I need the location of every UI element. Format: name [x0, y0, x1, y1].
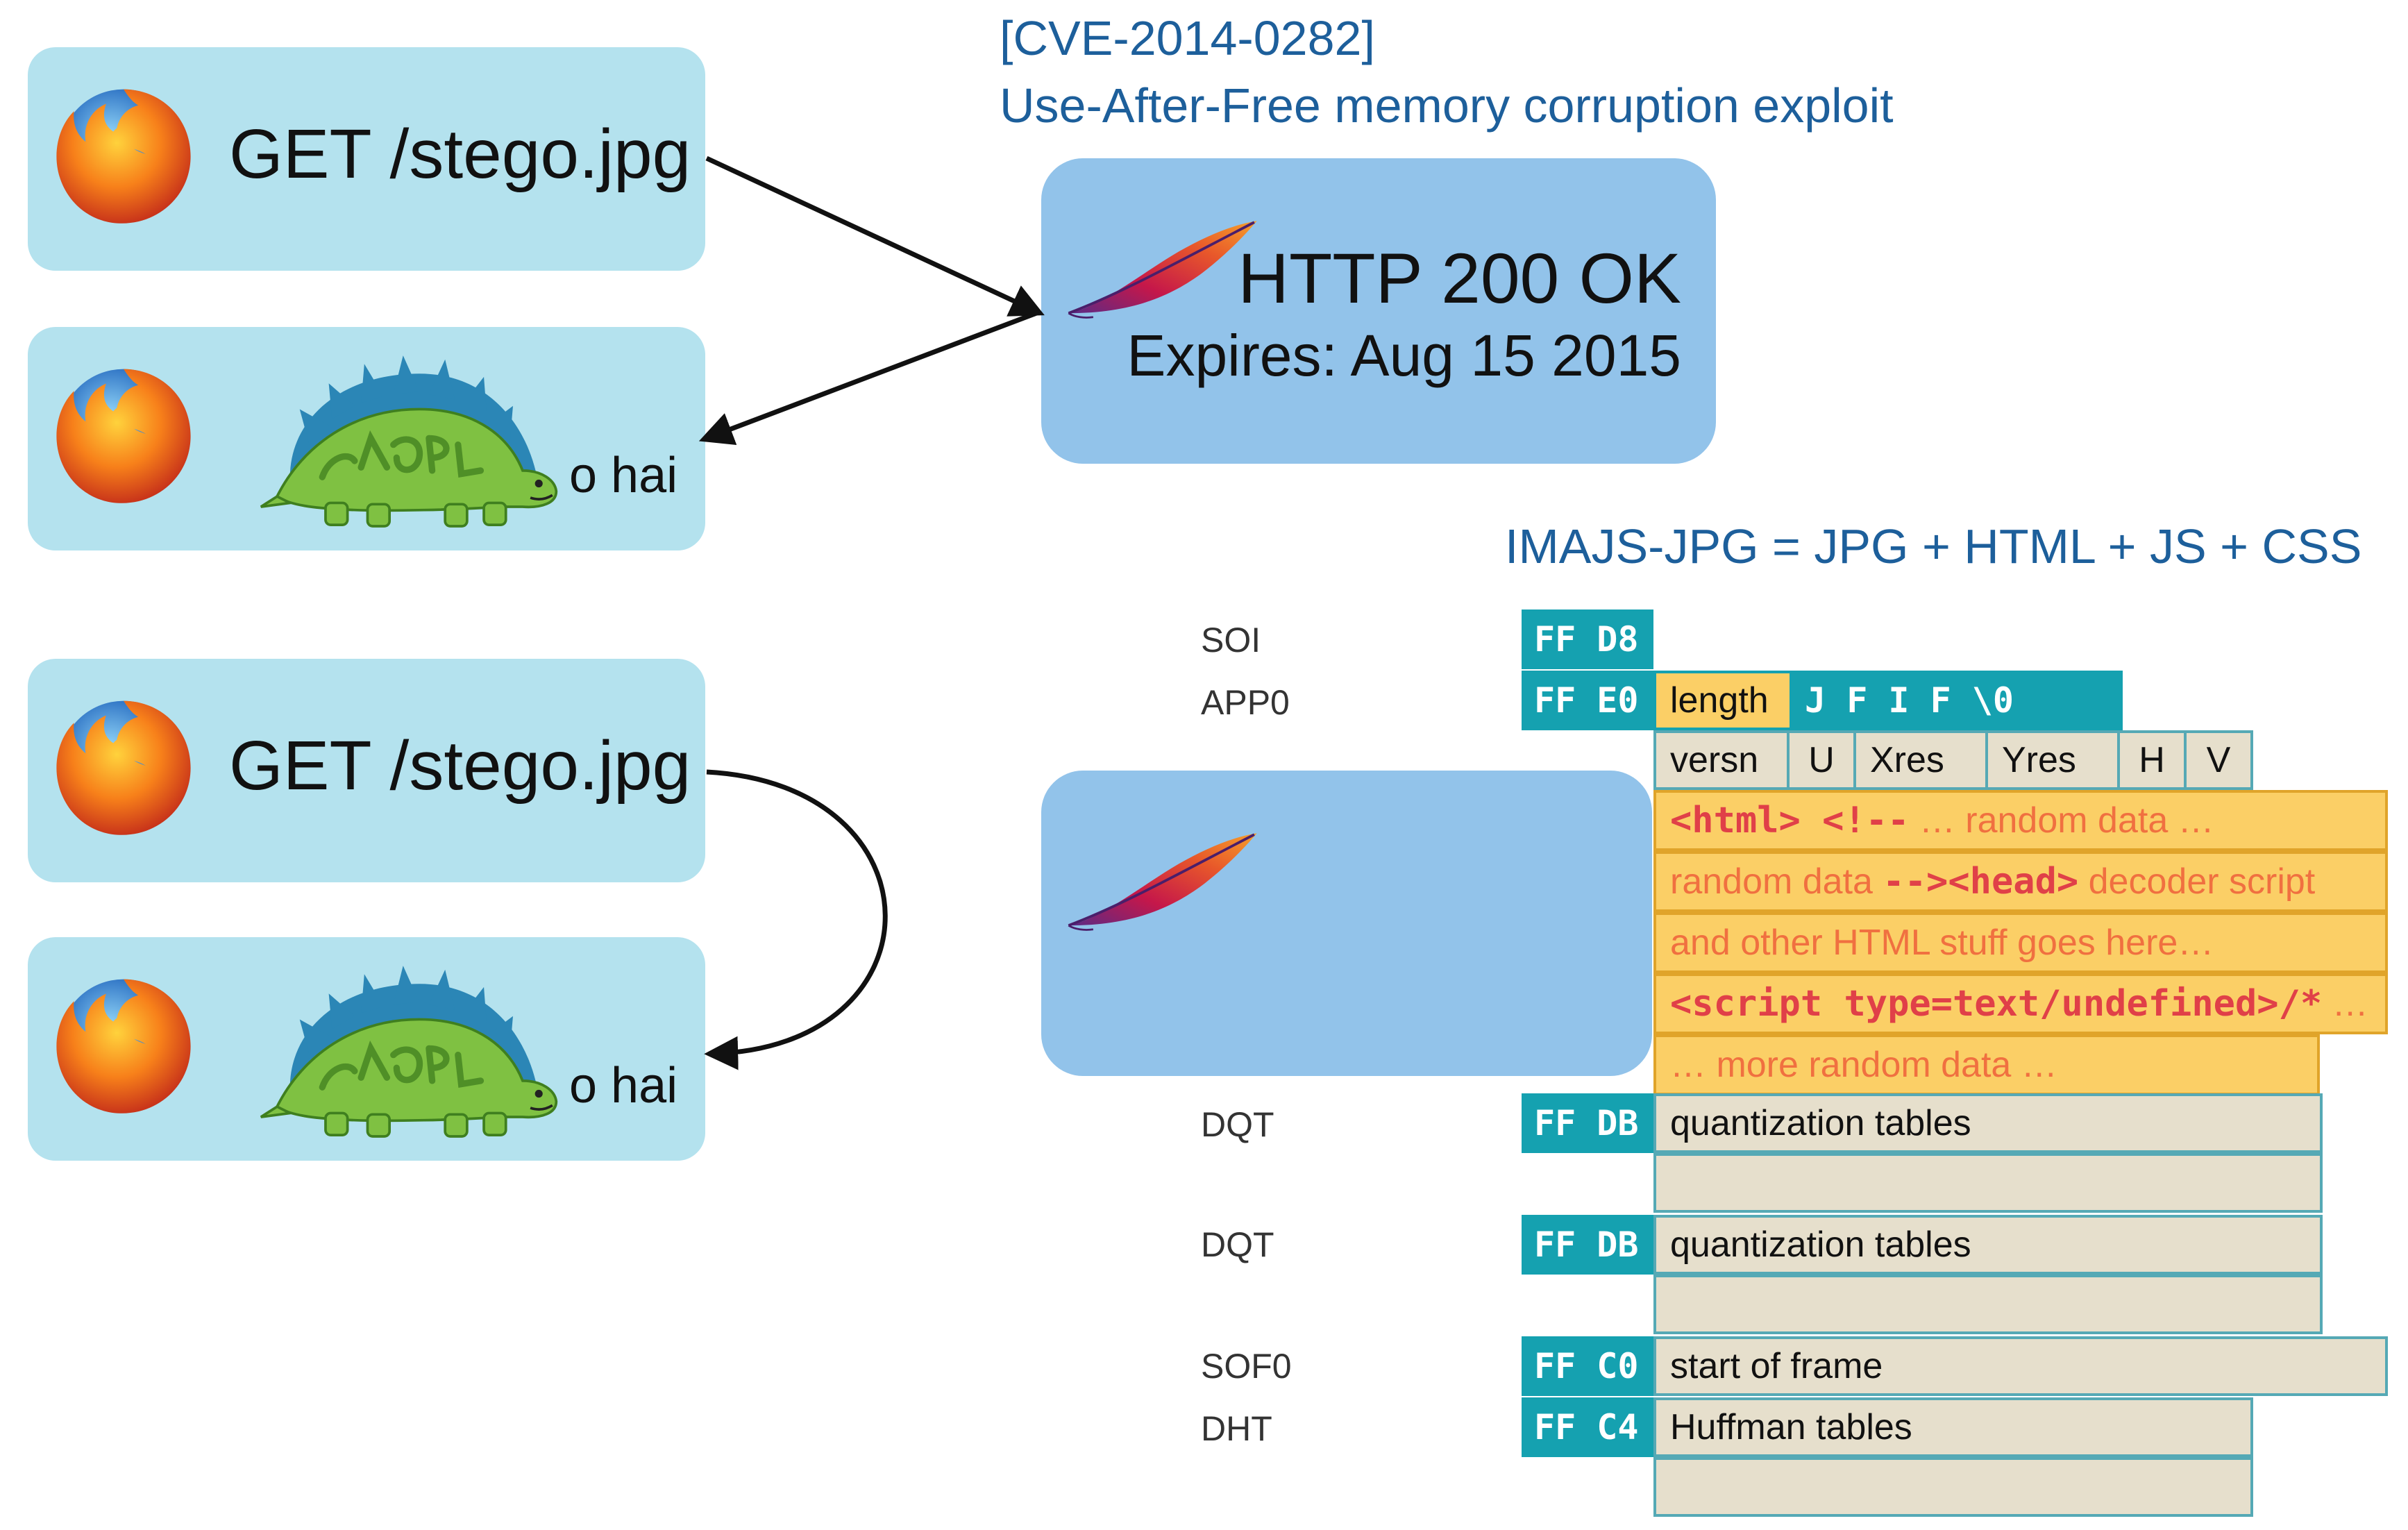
imajs-title: IMAJS-JPG = JPG + HTML + JS + CSS	[1505, 519, 2362, 573]
random-data-text: … random data …	[1909, 800, 2214, 841]
response-panel-bottom: o hai	[28, 937, 705, 1161]
segment-label-soi: SOI	[1201, 621, 1261, 659]
app0-versn-field: versn	[1653, 730, 1790, 790]
dqt-table-continuation	[1653, 1153, 2323, 1213]
app0-thumb-h-field: H	[2117, 730, 2187, 790]
decoder-script-text: decoder script	[2078, 861, 2316, 902]
marker-app0: FF E0	[1522, 671, 1653, 730]
html-row-1: <html> <!-- … random data …	[1653, 790, 2388, 851]
random-data-text: random data	[1670, 861, 1883, 902]
more-random-data-text: … more random data …	[1670, 1045, 2057, 1085]
response-panel-top: o hai	[28, 327, 705, 550]
app0-units-field: U	[1787, 730, 1856, 790]
request-text-top: GET /stego.jpg	[229, 115, 691, 193]
marker-dqt: FF DB	[1522, 1215, 1653, 1275]
html-row-3: and other HTML stuff goes here…	[1653, 912, 2388, 973]
app0-length-field: length	[1653, 671, 1792, 730]
http-status: HTTP 200 OK	[1238, 239, 1681, 318]
dqt-quantization-tables: quantization tables	[1653, 1093, 2323, 1153]
dqt-table-continuation	[1653, 1275, 2323, 1334]
ellipsis-text: …	[2322, 984, 2368, 1024]
response-text-bottom: o hai	[569, 1058, 678, 1113]
segment-label-sof0: SOF0	[1201, 1347, 1292, 1386]
request-arrow	[705, 155, 1045, 317]
segment-label-dqt: DQT	[1201, 1225, 1274, 1264]
html-row-5: … more random data …	[1653, 1034, 2320, 1095]
expires-header: Expires: Aug 15 2015	[1127, 323, 1681, 388]
html-row-4: <script type=text/undefined>/* …	[1653, 973, 2388, 1034]
marker-dht: FF C4	[1522, 1397, 1653, 1457]
marker-soi: FF D8	[1522, 610, 1653, 669]
segment-label-dqt: DQT	[1201, 1105, 1274, 1144]
app0-xres-field: Xres	[1853, 730, 1988, 790]
dht-huffman-tables: Huffman tables	[1653, 1397, 2253, 1457]
segment-label-dht: DHT	[1201, 1409, 1272, 1448]
marker-dqt: FF DB	[1522, 1093, 1653, 1153]
html-row-2: random data --><head> decoder script	[1653, 851, 2388, 912]
head-tag: --><head>	[1883, 861, 2079, 902]
response-arrow	[698, 310, 1040, 446]
sof0-start-of-frame: start of frame	[1653, 1336, 2388, 1396]
request-panel-top: GET /stego.jpg	[28, 47, 705, 271]
request-text-bottom: GET /stego.jpg	[229, 727, 691, 805]
server-response-box-2	[1041, 771, 1652, 1076]
dqt-quantization-tables: quantization tables	[1653, 1215, 2323, 1275]
request-panel-bottom: GET /stego.jpg	[28, 659, 705, 882]
html-comment-open-tag: <html> <!--	[1670, 800, 1910, 841]
dht-table-continuation	[1653, 1457, 2253, 1517]
marker-sof0: FF C0	[1522, 1336, 1653, 1396]
server-response-box: HTTP 200 OK Expires: Aug 15 2015	[1041, 158, 1716, 464]
cve-description: Use-After-Free memory corruption exploit	[1000, 78, 1894, 133]
response-text-top: o hai	[569, 448, 678, 503]
app0-yres-field: Yres	[1985, 730, 2120, 790]
script-open-tag: <script type=text/undefined>/*	[1670, 983, 2323, 1025]
app0-jfif-identifier: J F I F \0	[1792, 671, 2123, 730]
segment-label-app0: APP0	[1201, 683, 1290, 722]
cached-response-arrow	[704, 769, 888, 1070]
html-stuff-text: and other HTML stuff goes here…	[1670, 923, 2214, 963]
cve-id: [CVE-2014-0282]	[1000, 11, 1375, 65]
app0-thumb-v-field: V	[2184, 730, 2253, 790]
